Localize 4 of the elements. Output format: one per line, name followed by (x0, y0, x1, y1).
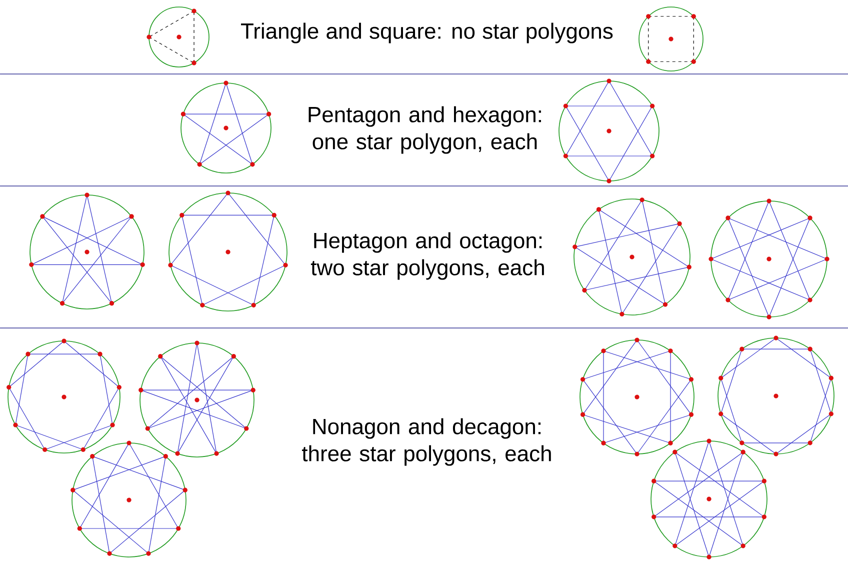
caption: Heptagon and octagon: two star polygons, each (310, 232, 544, 280)
caption: Pentagon and hexagon: one star polygon, each (308, 106, 541, 154)
caption: Nonagon and decagon: three star polygons, each (302, 418, 551, 466)
caption: Triangle and square: no star polygons (241, 22, 613, 44)
